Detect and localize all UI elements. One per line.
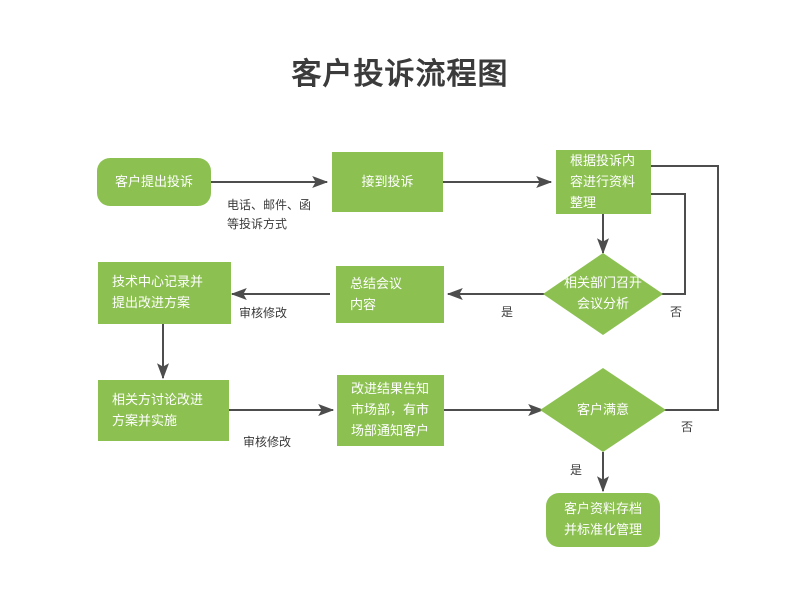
edge-label-satisfied-no: 否 [680,420,693,434]
node-tech-center-record[interactable]: 技术中心记录并 提出改进方案 [98,262,231,324]
node-summarize-meeting[interactable]: 总结会议 内容 [336,266,444,323]
edge-label-complaint-channels: 电话、邮件、函 等投诉方式 [227,198,312,231]
node-organize-materials[interactable]: 根据投诉内 容进行资料 整理 [556,150,651,214]
edge-label-meeting-yes: 是 [500,305,513,319]
edge-label-review-revise-1: 审核修改 [239,306,288,320]
node-parties-discuss[interactable]: 相关方讨论改进 方案并实施 [98,380,229,441]
node-notify-market-dept[interactable]: 改进结果告知 市场部，有市 场部通知客户 [337,375,444,446]
diamond-shape [540,368,666,452]
node-archive-standardize[interactable]: 客户资料存档 并标准化管理 [546,493,660,547]
diamond-shape [543,253,663,335]
edge-label-meeting-no: 否 [669,305,682,319]
node-department-meeting-label: 相关部门召开 会议分析 [563,276,642,312]
node-department-meeting[interactable]: 相关部门召开 会议分析 [543,253,663,335]
node-customer-satisfied[interactable]: 客户满意 [540,368,666,452]
node-complaint-received[interactable]: 接到投诉 [332,152,443,212]
edge-label-satisfied-yes: 是 [569,463,582,477]
node-customer-files-complaint[interactable]: 客户提出投诉 [97,158,211,206]
edge-label-review-revise-2: 审核修改 [243,435,292,449]
node-customer-satisfied-label: 客户满意 [576,402,629,418]
page-title: 客户投诉流程图 [291,57,509,92]
